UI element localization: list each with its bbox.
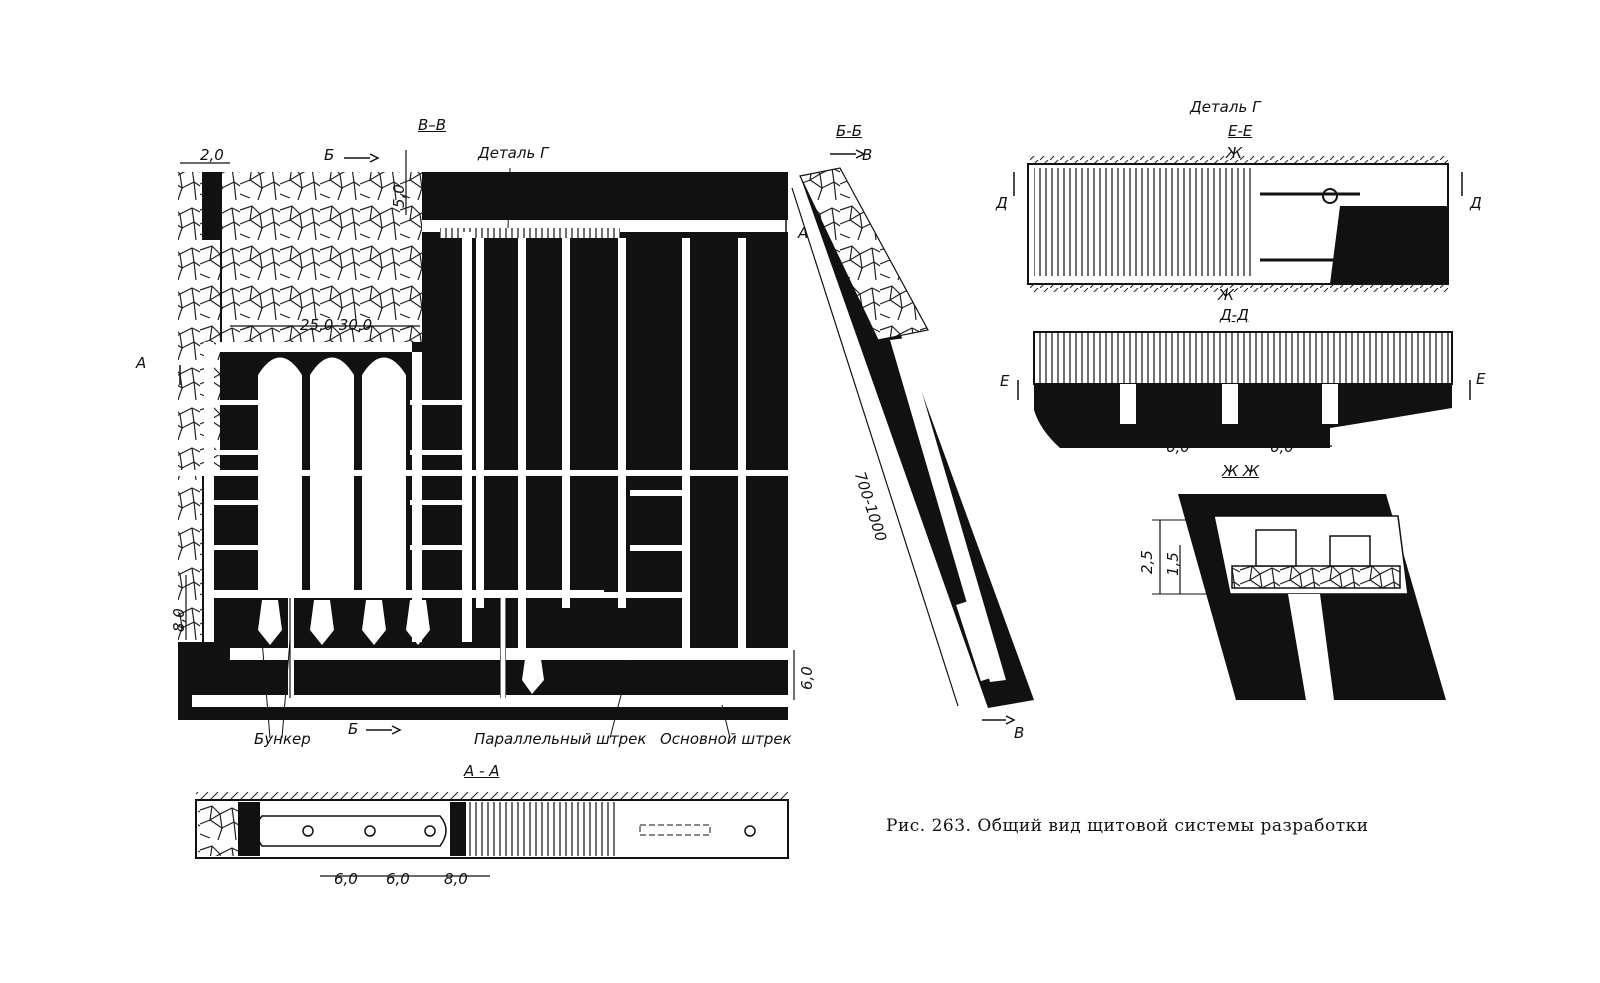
section-bb-mark-v-bottom: В — [1014, 724, 1025, 742]
bunker-chutes — [258, 598, 544, 698]
detail-zhzh-dim-1: 2,5 — [1138, 550, 1156, 574]
label-parallel-drift: Параллельный штрек — [474, 730, 647, 748]
plan-mark-a-left: А — [136, 354, 147, 372]
detail-g-title: Деталь Г — [1190, 98, 1261, 116]
plan-dim-top-left: 2,0 — [200, 146, 224, 164]
figure-caption: Рис. 263. Общий вид щитовой системы разр… — [886, 816, 1369, 836]
parallel-drift — [230, 648, 788, 660]
plan-body — [178, 150, 795, 739]
detail-ee-mark-d-left: Д — [996, 194, 1008, 212]
plan-crosscuts — [178, 400, 788, 598]
section-aa-dim-2: 6,0 — [386, 870, 410, 888]
section-bb-drawing — [791, 149, 1034, 725]
detail-ee-mark-zh-top: Ж — [1226, 144, 1243, 162]
detail-dd-dim-1: 6,0 — [1166, 438, 1190, 456]
section-aa-dim-3: 8,0 — [444, 870, 468, 888]
main-drift — [192, 695, 788, 707]
detail-dd-drawing — [1017, 331, 1471, 448]
detail-zhzh-drawing — [1152, 494, 1446, 700]
label-main-drift: Основной штрек — [660, 730, 792, 748]
section-aa-title: А - А — [464, 762, 500, 780]
plan-raises — [204, 232, 746, 648]
plan-dim-right: 6,0 — [798, 666, 816, 690]
plan-dim-left: 8,0 — [170, 608, 188, 632]
plan-mark-a-right: А — [798, 224, 809, 242]
detail-ee-title: Е-Е — [1228, 122, 1253, 140]
plan-mark-b-top: Б — [324, 146, 335, 164]
section-bb-title: Б-Б — [836, 122, 862, 140]
detail-dd-dim-2: 6,0 — [1270, 438, 1294, 456]
label-bunker: Бункер — [254, 730, 311, 748]
detail-ee-mark-d-right: Д — [1470, 194, 1482, 212]
detail-zhzh-dim-2: 1,5 — [1164, 552, 1182, 576]
plan-mark-b-bottom: Б — [348, 720, 359, 738]
detail-dd-mark-e-right: Е — [1476, 370, 1486, 388]
section-aa-drawing — [195, 792, 789, 877]
section-aa-dim-1: 6,0 — [334, 870, 358, 888]
plan-dim-span: 25,0-30,0 — [300, 316, 373, 334]
detail-dd-mark-e-left: Е — [1000, 372, 1010, 390]
section-bb-mark-v-top: В — [862, 146, 873, 164]
detail-zhzh-title: Ж Ж — [1222, 462, 1260, 480]
detail-dd-title: Д-Д — [1220, 306, 1249, 324]
plan-dim-top: 5,0 — [390, 184, 408, 208]
detail-ee-drawing — [1013, 156, 1463, 292]
plan-title: В–В — [418, 116, 447, 134]
plan-detail-label: Деталь Г — [478, 144, 549, 162]
detail-ee-mark-zh-bottom: Ж — [1218, 286, 1235, 304]
